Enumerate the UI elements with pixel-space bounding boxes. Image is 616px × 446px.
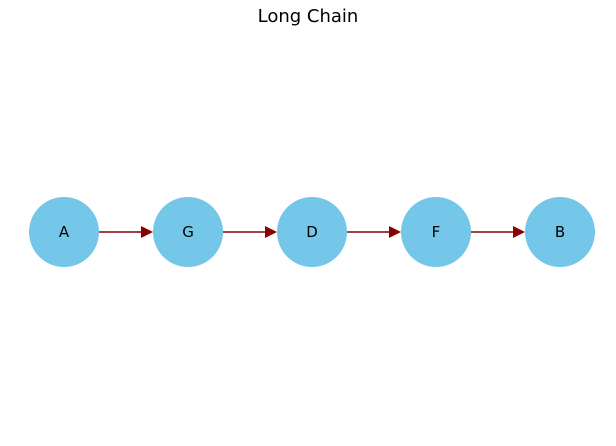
edge-a-g xyxy=(99,226,153,238)
node-label: B xyxy=(555,223,565,241)
node-d: D xyxy=(277,197,347,267)
node-circle xyxy=(525,197,595,267)
edge-g-d xyxy=(223,226,277,238)
node-b: B xyxy=(525,197,595,267)
edge-d-f xyxy=(347,226,401,238)
node-circle xyxy=(401,197,471,267)
node-circle xyxy=(153,197,223,267)
node-circle xyxy=(29,197,99,267)
arrowhead-icon xyxy=(389,226,401,238)
node-a: A xyxy=(29,197,99,267)
arrowhead-icon xyxy=(265,226,277,238)
node-g: G xyxy=(153,197,223,267)
edge-f-b xyxy=(471,226,525,238)
arrowhead-icon xyxy=(513,226,525,238)
node-label: A xyxy=(59,223,70,241)
node-label: G xyxy=(182,223,194,241)
diagram-title: Long Chain xyxy=(257,6,359,27)
node-f: F xyxy=(401,197,471,267)
arrowhead-icon xyxy=(141,226,153,238)
node-circle xyxy=(277,197,347,267)
edges-layer xyxy=(99,226,525,238)
node-label: D xyxy=(306,223,318,241)
node-label: F xyxy=(432,223,441,241)
